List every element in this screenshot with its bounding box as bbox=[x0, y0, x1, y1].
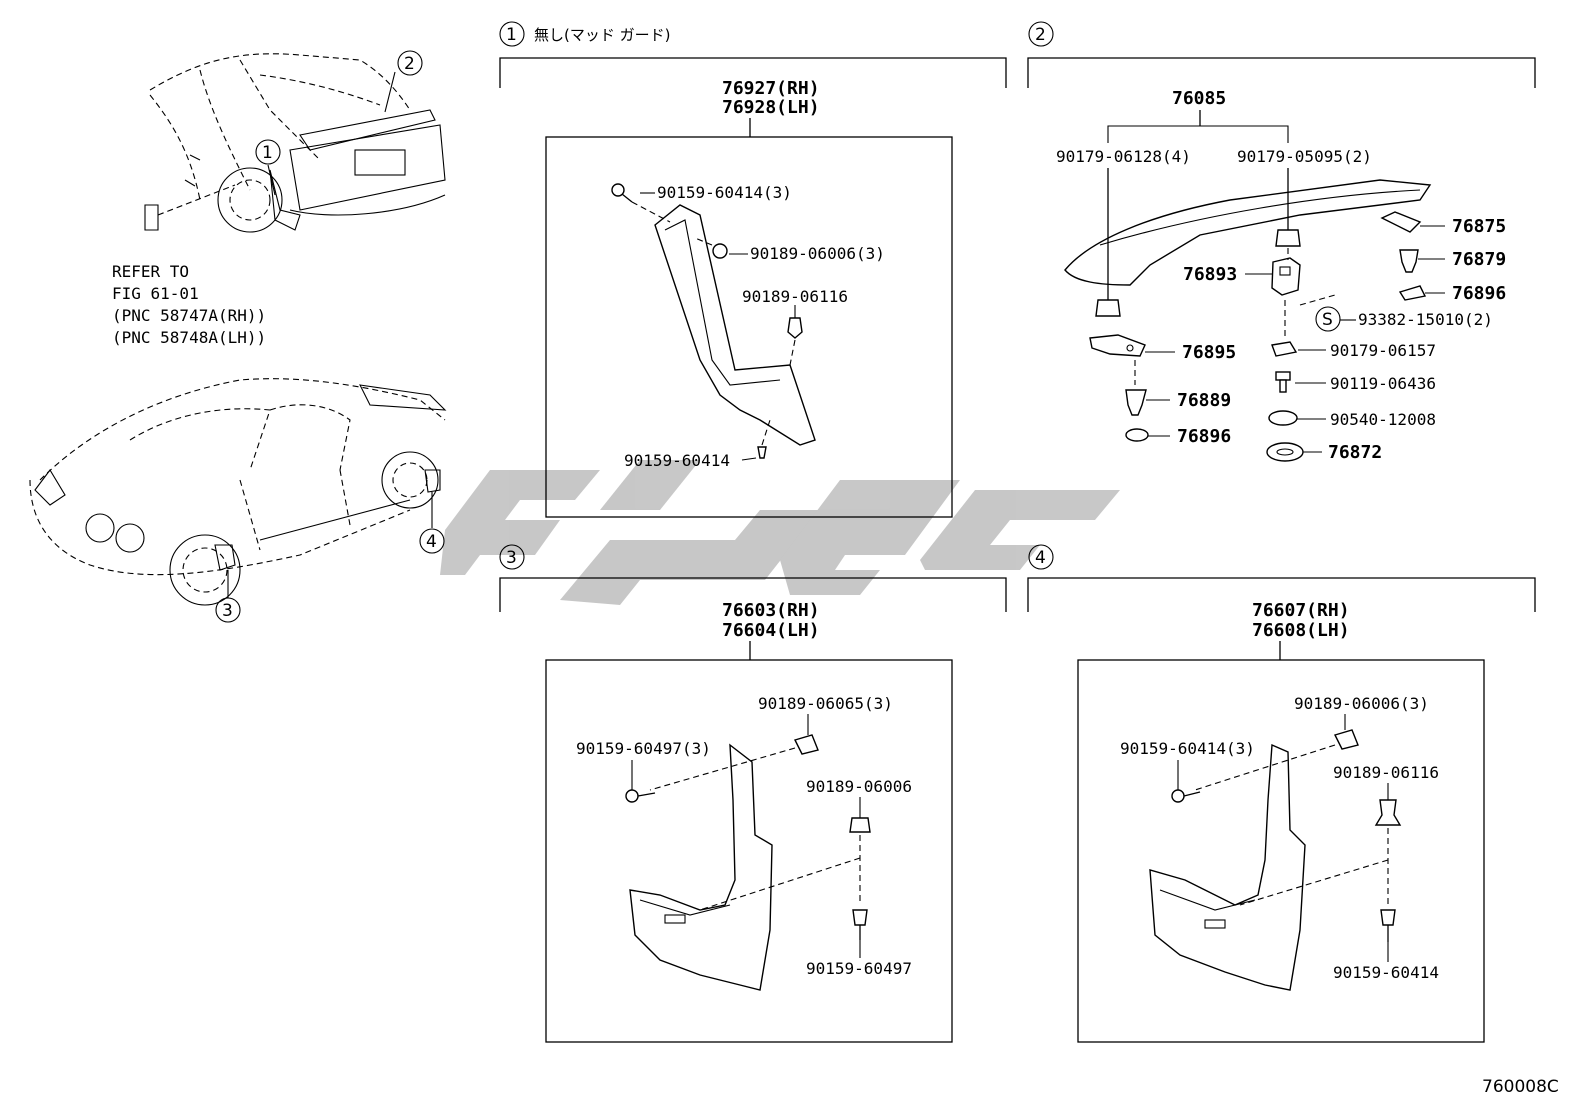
panel-2-label-14: 76872 bbox=[1328, 442, 1382, 463]
panel-2-label-12: 90540-12008 bbox=[1330, 410, 1436, 429]
panel-2-label-3: 76875 bbox=[1452, 216, 1506, 237]
screw-90159-60414-left-p4 bbox=[1171, 789, 1201, 803]
mudguard-placeholder-part bbox=[654, 204, 816, 446]
washer-76896-left bbox=[1125, 428, 1149, 442]
screw-90159-60497-left bbox=[625, 789, 656, 803]
panel-2-number: 2 bbox=[1035, 25, 1046, 45]
s-mark-label: S bbox=[1322, 310, 1333, 330]
clip-76889 bbox=[1125, 389, 1147, 416]
panel-4-part-rh: 76607(RH) bbox=[1252, 600, 1350, 621]
bracket-76893 bbox=[1271, 257, 1301, 296]
overview-callout-2: 2 bbox=[397, 50, 423, 76]
panel-2: 2 76085 90179-06128(4) 90179-05095(2) 76… bbox=[1027, 21, 1536, 463]
front-car-illustration bbox=[29, 378, 447, 606]
bracket-76895 bbox=[1089, 334, 1146, 357]
watermark-logo bbox=[440, 460, 1120, 605]
panel-4-label-3: 90189-06116 bbox=[1333, 763, 1439, 782]
washer-76896-right bbox=[1398, 285, 1427, 301]
callout-4-label: 4 bbox=[426, 532, 437, 552]
clip-76879 bbox=[1399, 249, 1419, 273]
panel-2-label-8: 76895 bbox=[1182, 342, 1236, 363]
panel-2-label-2: 90179-05095(2) bbox=[1237, 147, 1372, 166]
nut-90189-06006-p4 bbox=[1333, 729, 1359, 750]
panel-4-part-lh: 76608(LH) bbox=[1252, 620, 1350, 641]
overview-callout-4: 4 bbox=[419, 528, 445, 554]
panel-3-label-3: 90189-06006 bbox=[806, 777, 912, 796]
panel-4-number: 4 bbox=[1035, 548, 1046, 568]
panel-2-label-6: 76893 bbox=[1183, 264, 1237, 285]
panel-3-part-rh: 76603(RH) bbox=[722, 600, 820, 621]
refer-line-3: (PNC 58747A(RH)) bbox=[112, 306, 266, 325]
nut-90189-06006 bbox=[712, 243, 728, 259]
washer-90540-12008 bbox=[1268, 410, 1298, 426]
rear-car-illustration bbox=[144, 53, 446, 233]
panel-2-top-part: 76085 bbox=[1172, 88, 1226, 109]
spoiler-nut-left bbox=[1095, 299, 1121, 317]
panel-2-label-1: 90179-06128(4) bbox=[1056, 147, 1191, 166]
rear-spoiler-part bbox=[1064, 179, 1432, 286]
overview-callout-3: 3 bbox=[215, 597, 241, 623]
refer-line-1: REFER TO bbox=[112, 262, 189, 281]
panel-1: 1 無し(マッド ガード) 76927(RH) 76928(LH) 90159-… bbox=[499, 21, 1007, 518]
panel-3-label-2: 90159-60497(3) bbox=[576, 739, 711, 758]
screw-90159-60414-top bbox=[611, 183, 633, 203]
panel-4: 4 76607(RH) 76608(LH) 90189-06006(3) 901… bbox=[1027, 544, 1536, 1043]
panel-1-title: 無し(マッド ガード) bbox=[534, 26, 670, 44]
screw-90159-60414-bottom bbox=[757, 446, 767, 459]
panel-3-label-4: 90159-60497 bbox=[806, 959, 912, 978]
panel-1-label-1: 90159-60414(3) bbox=[657, 183, 792, 202]
panel-1-label-4: 90159-60414 bbox=[624, 451, 730, 470]
panel-2-label-11: 76889 bbox=[1177, 390, 1231, 411]
callout-3-label: 3 bbox=[222, 601, 233, 621]
nut-90189-06006-p3 bbox=[849, 817, 871, 833]
spoiler-nut-right bbox=[1275, 229, 1301, 247]
panel-1-number: 1 bbox=[506, 25, 517, 45]
panel-1-part-lh: 76928(LH) bbox=[722, 97, 820, 118]
panel-1-label-2: 90189-06006(3) bbox=[750, 244, 885, 263]
bracket-76875 bbox=[1380, 211, 1422, 233]
panel-2-label-4: 76879 bbox=[1452, 249, 1506, 270]
panel-3: 3 76603(RH) 76604(LH) 90189-06065(3) 901… bbox=[499, 544, 1007, 1043]
clip-90189-06116-p4 bbox=[1374, 799, 1402, 826]
refer-note: REFER TO FIG 61-01 (PNC 58747A(RH)) (PNC… bbox=[112, 262, 266, 347]
panel-3-label-1: 90189-06065(3) bbox=[758, 694, 893, 713]
bolt-90119-06436 bbox=[1275, 371, 1291, 393]
nut-90189-06065 bbox=[793, 734, 819, 755]
panel-2-label-5: 76896 bbox=[1452, 283, 1506, 304]
panel-2-label-9: 90179-06157 bbox=[1330, 341, 1436, 360]
seal-76872 bbox=[1266, 442, 1304, 462]
screw-90159-60414-bottom-p4 bbox=[1380, 909, 1396, 942]
refer-line-2: FIG 61-01 bbox=[112, 284, 199, 303]
refer-line-4: (PNC 58748A(LH)) bbox=[112, 328, 266, 347]
clip-90179-06157 bbox=[1271, 341, 1298, 357]
overview-callout-1: 1 bbox=[255, 139, 281, 165]
panel-2-label-7: 93382-15010(2) bbox=[1358, 310, 1493, 329]
panel-1-label-3: 90189-06116 bbox=[742, 287, 848, 306]
callout-2-label: 2 bbox=[404, 54, 415, 74]
panel-1-part-rh: 76927(RH) bbox=[722, 78, 820, 99]
panel-2-label-10: 90119-06436 bbox=[1330, 374, 1436, 393]
screw-90159-60497-bottom bbox=[852, 909, 868, 940]
panel-3-number: 3 bbox=[506, 548, 517, 568]
panel-2-label-13: 76896 bbox=[1177, 426, 1231, 447]
clip-90189-06116 bbox=[787, 317, 803, 339]
panel-3-part-lh: 76604(LH) bbox=[722, 620, 820, 641]
panel-4-label-4: 90159-60414 bbox=[1333, 963, 1439, 982]
mudguard-front-part bbox=[629, 743, 773, 991]
s-mark-93382: S bbox=[1315, 306, 1341, 332]
callout-1-label: 1 bbox=[262, 143, 273, 163]
figure-id: 760008C bbox=[1482, 1077, 1559, 1097]
panel-4-label-1: 90189-06006(3) bbox=[1294, 694, 1429, 713]
panel-4-label-2: 90159-60414(3) bbox=[1120, 739, 1255, 758]
mudguard-rear-part bbox=[1149, 743, 1306, 991]
